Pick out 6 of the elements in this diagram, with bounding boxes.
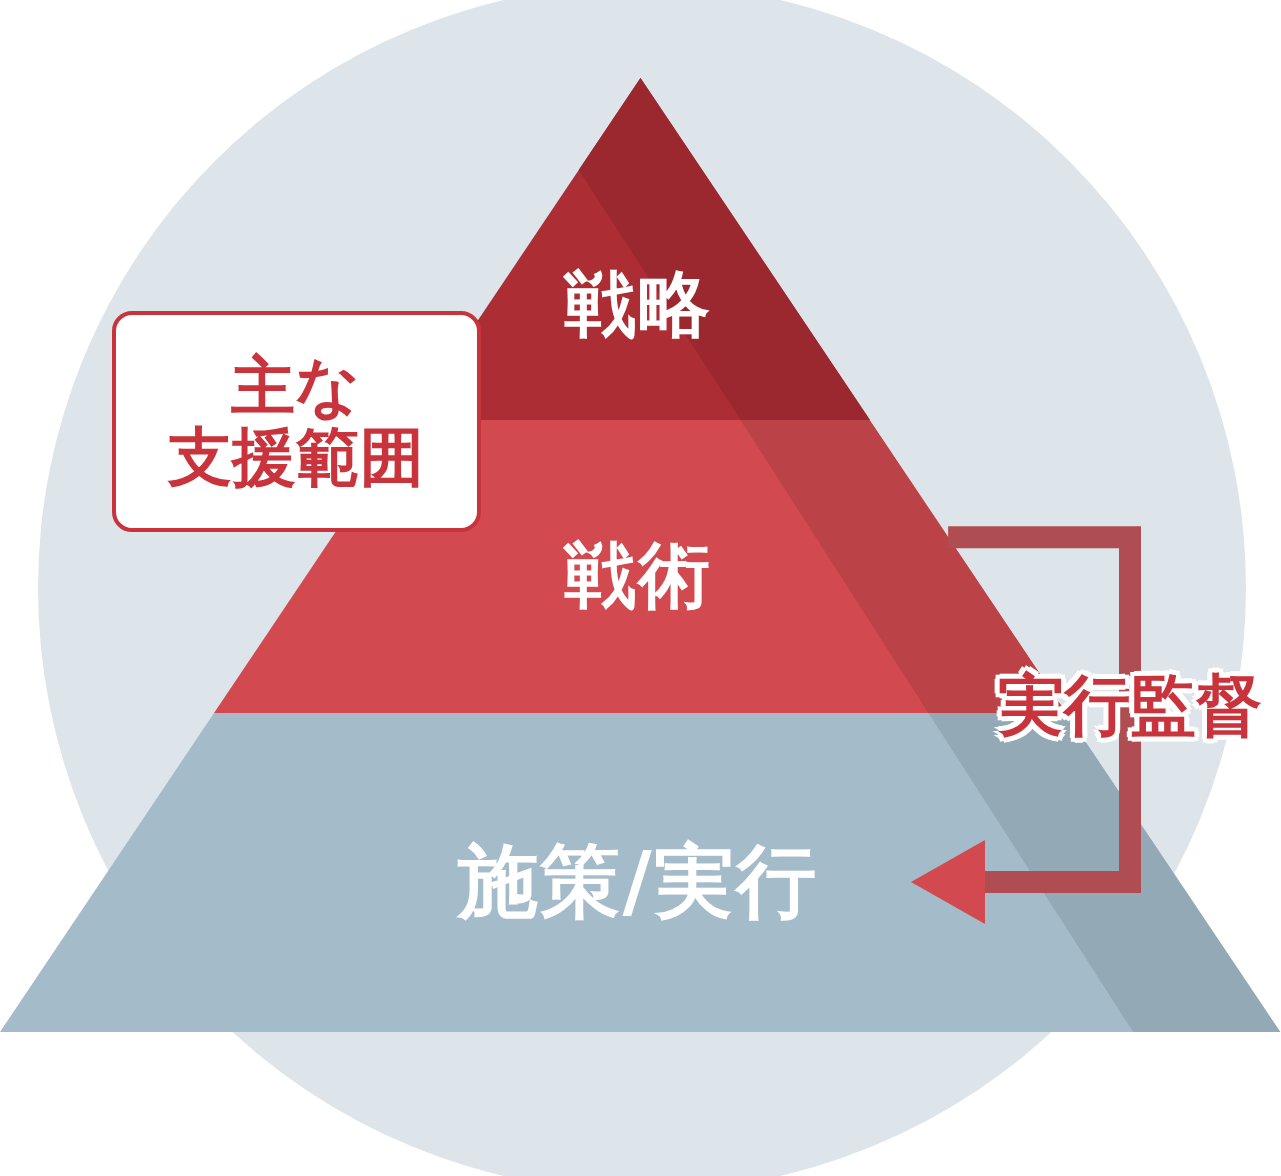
arrow <box>911 526 1141 924</box>
tier-label: 戦略 <box>564 265 712 345</box>
callout-box <box>112 311 481 532</box>
tier-label: 戦術 <box>564 536 712 616</box>
callout-text: 主な支援範囲 <box>167 351 426 492</box>
tier-label: 施策/実行 <box>458 838 818 926</box>
